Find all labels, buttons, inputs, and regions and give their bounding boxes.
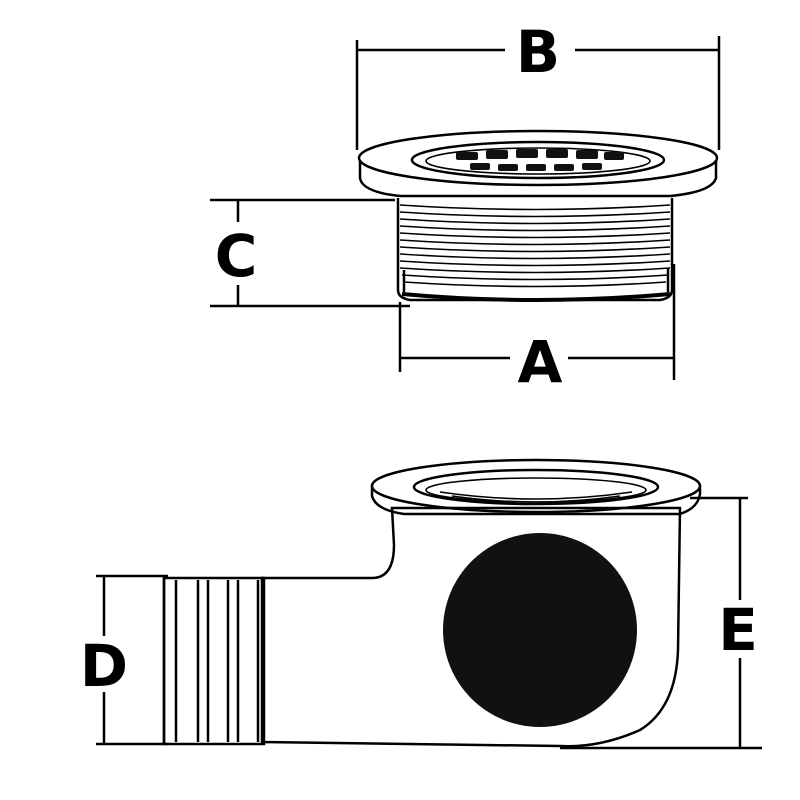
threaded-body <box>396 198 674 302</box>
label-b: B <box>516 18 560 86</box>
label-d: D <box>80 632 128 700</box>
hose-barb <box>162 576 266 746</box>
strainer-top-view: B C A <box>210 18 721 396</box>
elbow-body <box>260 506 682 748</box>
dimension-b: B <box>355 18 721 150</box>
label-e: E <box>718 596 758 664</box>
label-c: C <box>215 222 258 290</box>
elbow-drain-side-view: D E <box>80 458 762 750</box>
dimension-a: A <box>398 264 676 396</box>
elbow-flange <box>370 458 702 516</box>
strainer-flange <box>357 129 719 198</box>
dimension-c: C <box>210 198 410 308</box>
dimension-d: D <box>80 574 168 746</box>
dimension-e: E <box>560 496 762 750</box>
outlet-opening <box>443 533 637 727</box>
label-a: A <box>518 328 563 396</box>
strainer-holes <box>456 149 624 171</box>
thread-lines <box>399 204 671 288</box>
